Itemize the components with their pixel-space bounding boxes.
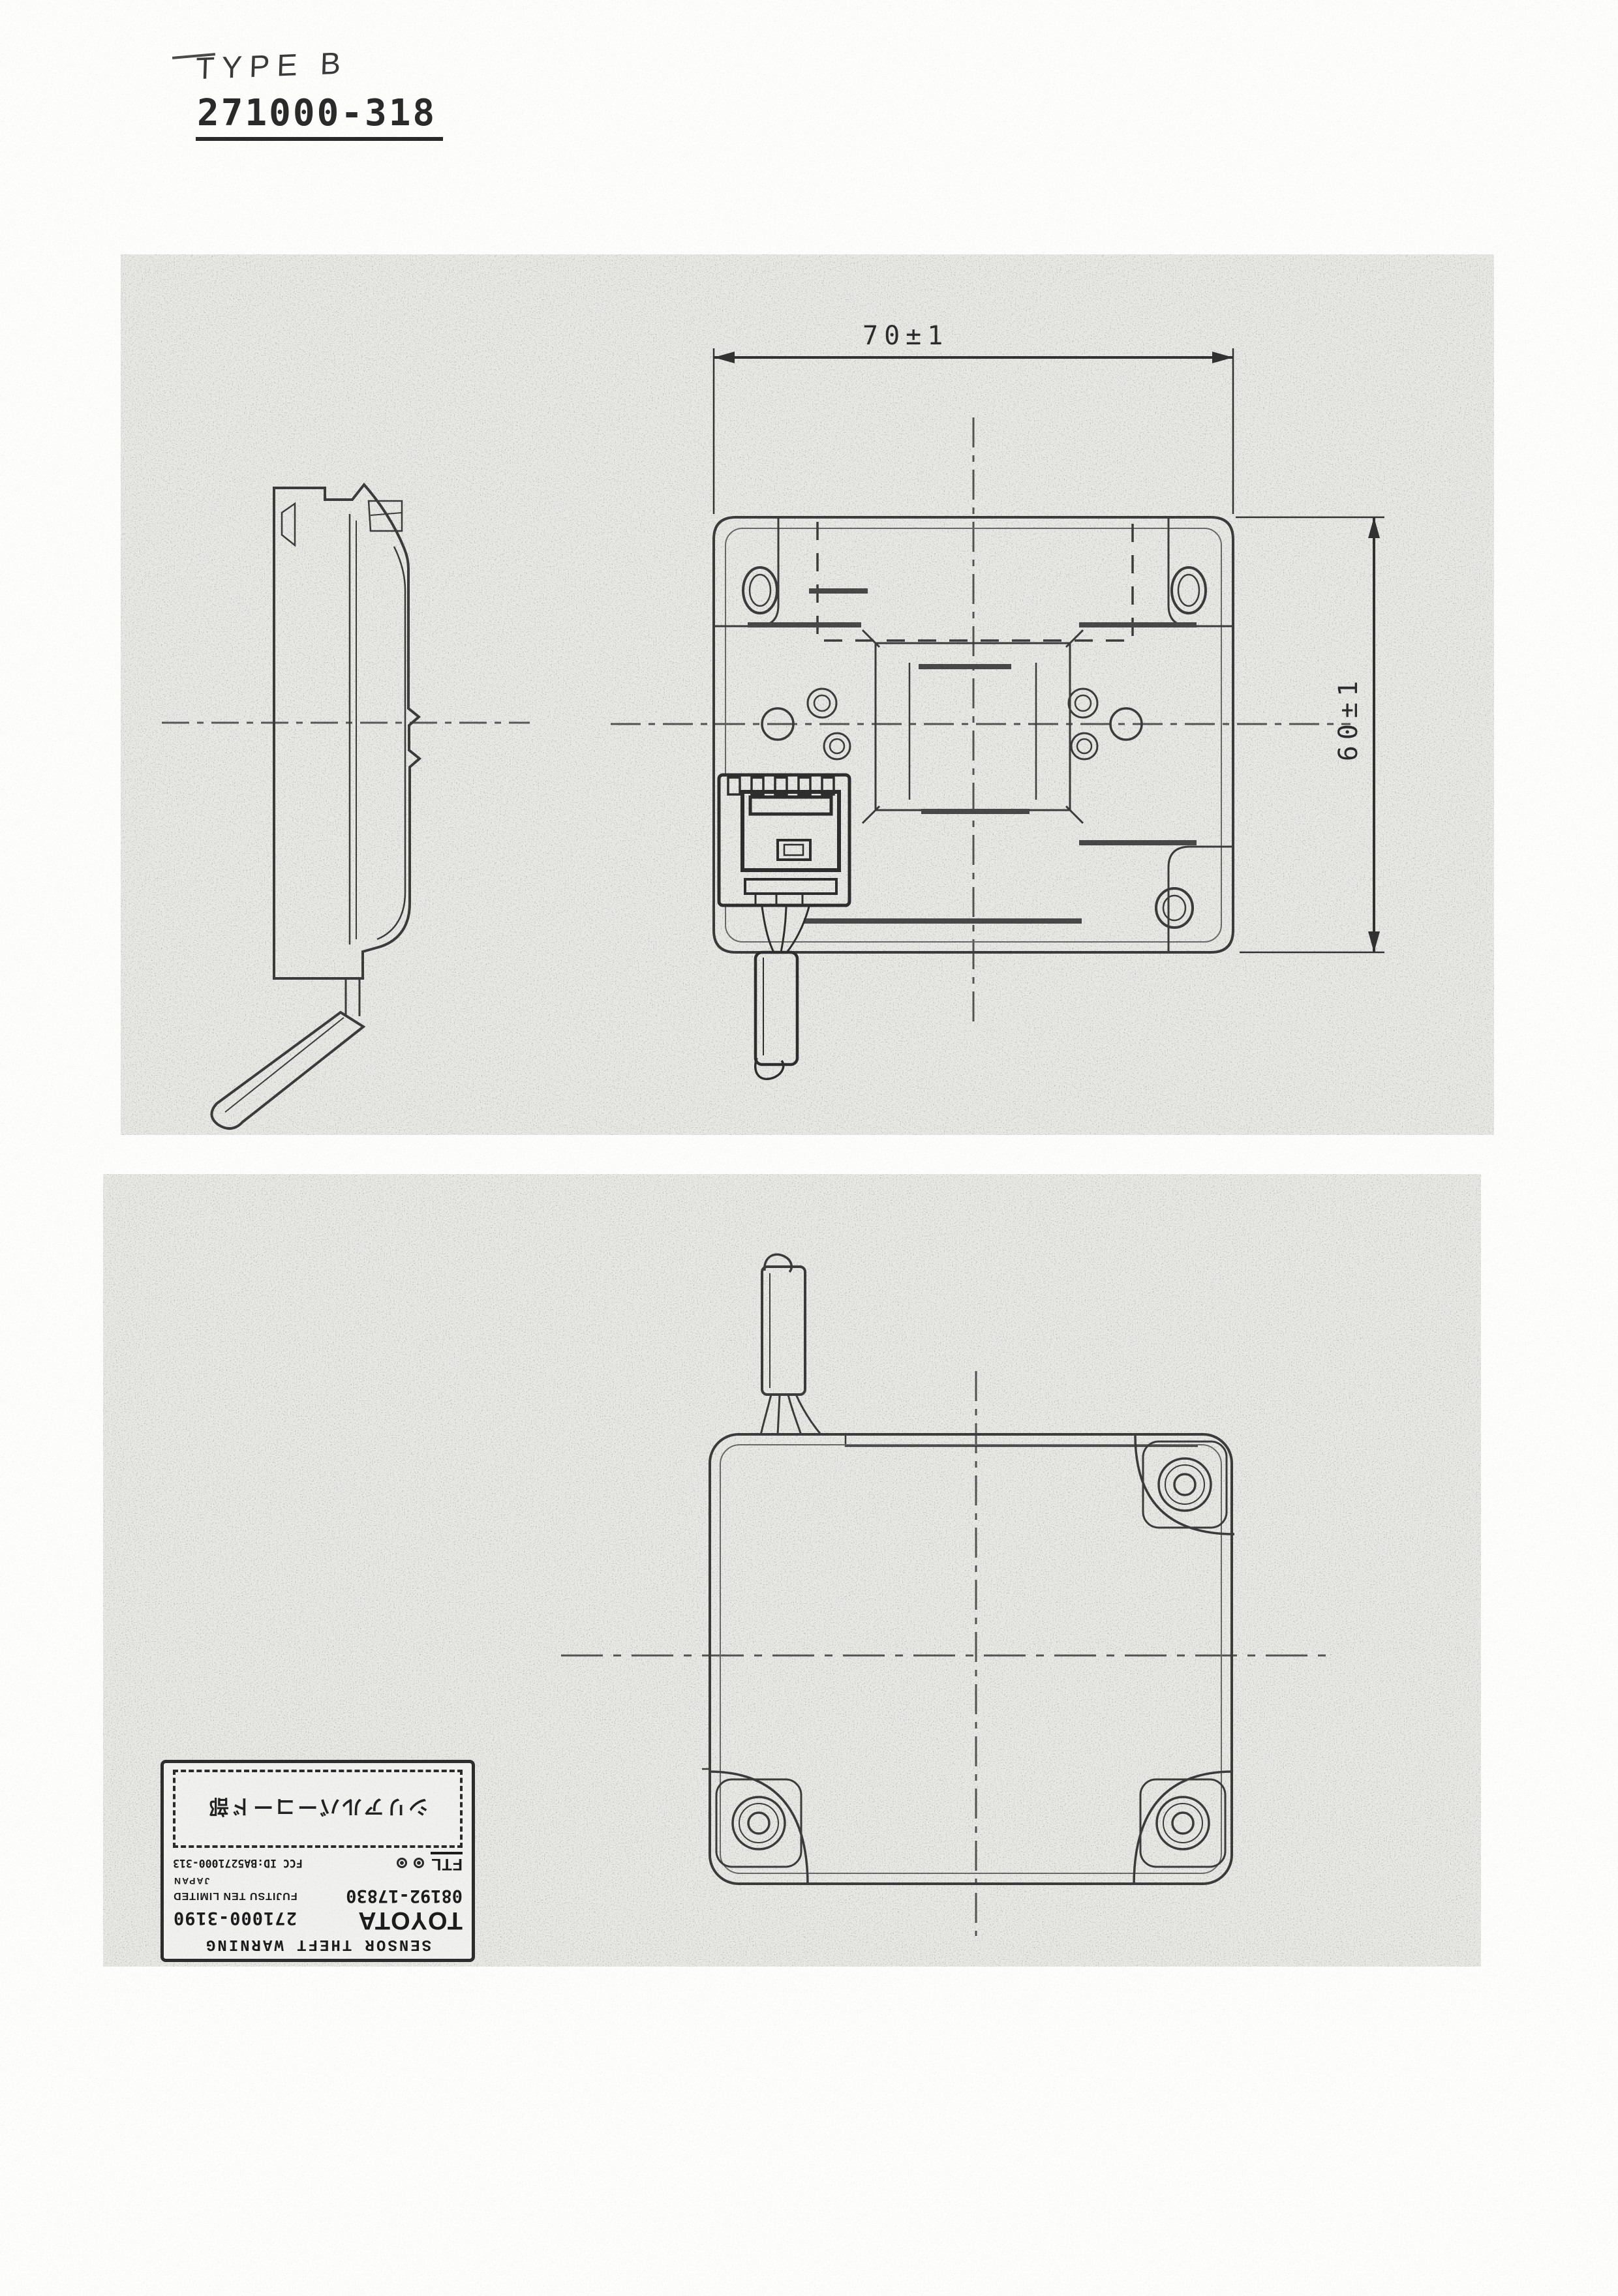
- cert-mark-icon: [414, 1858, 425, 1868]
- top-views-drawing: [162, 348, 1384, 1130]
- label-manufacturer: FUJITSU TEN LIMITED: [173, 1890, 298, 1901]
- toyota-logo-text: TOYOTA: [358, 1907, 463, 1934]
- connector: [717, 773, 851, 1080]
- corner-screw-bottom-left: [708, 1770, 809, 1886]
- corner-screw-bottom-right: [1133, 1770, 1234, 1886]
- label-country: JAPAN: [173, 1876, 210, 1886]
- dimension-height-label: 60±1: [1334, 674, 1364, 762]
- front-view: [611, 417, 1351, 1027]
- label-brand-row: TOYOTA 271000-3190: [173, 1904, 463, 1934]
- title-block: TYPE B 271000-318: [172, 45, 444, 141]
- product-label: SENSOR THEFT WARNING TOYOTA 271000-3190 …: [160, 1760, 475, 1962]
- side-view: [162, 482, 530, 1130]
- scan-panel-top: [121, 254, 1494, 1135]
- label-fcc-id: FCC ID:BA5271000-313: [173, 1857, 303, 1869]
- label-title: SENSOR THEFT WARNING: [204, 1935, 432, 1953]
- dimension-width-label: 70±1: [862, 321, 949, 351]
- rear-view: [561, 1253, 1327, 1936]
- label-vendor-row: 08192-17830 FUJITSU TEN LIMITED JAPAN: [173, 1875, 463, 1906]
- corner-screw-top-right: [1134, 1434, 1235, 1535]
- ftl-logo-text: FTL: [431, 1852, 463, 1874]
- label-manufacturer-block: FUJITSU TEN LIMITED JAPAN: [173, 1875, 298, 1904]
- page-part-number: 271000-318: [196, 92, 444, 141]
- label-cert-row: FTL FCC ID:BA5271000-313: [173, 1852, 463, 1874]
- type-label: TYPE B: [195, 45, 348, 86]
- label-vendor-number: 08192-17830: [346, 1886, 463, 1906]
- serial-area-caption: シリアルバーコード部: [207, 1794, 429, 1819]
- cert-mark-icon: [397, 1858, 408, 1868]
- serial-barcode-area: シリアルバーコード部: [173, 1770, 463, 1848]
- wire-harness: [759, 1253, 822, 1436]
- label-part-number: 271000-3190: [173, 1908, 297, 1928]
